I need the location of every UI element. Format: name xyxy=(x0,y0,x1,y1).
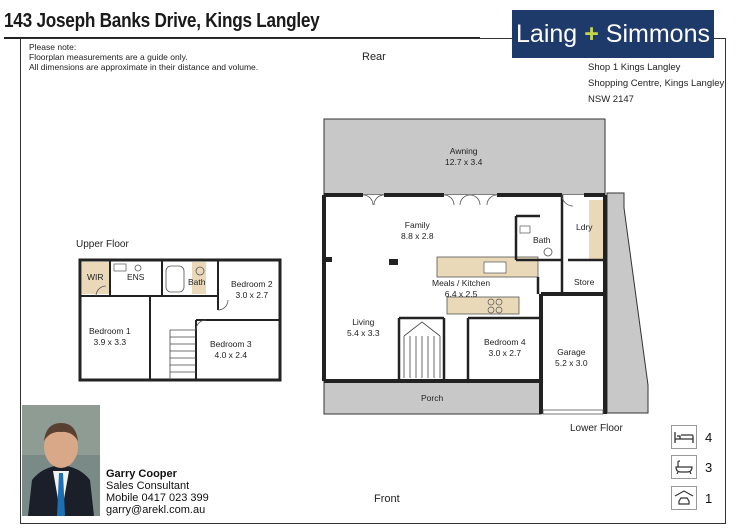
sink xyxy=(483,261,507,274)
bathroom-count: 3 xyxy=(705,460,713,475)
office-address-line-3: NSW 2147 xyxy=(588,94,634,105)
awning-area xyxy=(323,118,606,196)
rear-doors xyxy=(362,194,574,207)
room-family: Family 8.8 x 2.8 xyxy=(401,220,434,242)
upper-wet-area xyxy=(192,262,206,294)
disclaimer-note: Please note: Floorplan measurements are … xyxy=(29,42,258,72)
upper-inner-walls xyxy=(80,260,280,380)
agent-email: garry@arekl.com.au xyxy=(106,504,206,516)
lower-walls xyxy=(322,193,607,414)
room-dimensions: 8.8 x 2.8 xyxy=(401,231,434,241)
agent-mobile: Mobile 0417 023 399 xyxy=(106,492,209,504)
room-awning: Awning 12.7 x 3.4 xyxy=(445,146,482,168)
brand-name-part1: Laing xyxy=(516,19,578,48)
lower-toilet xyxy=(543,247,553,257)
upper-doors xyxy=(95,285,229,331)
kitchen-bench-bottom xyxy=(446,296,520,315)
laundry-area xyxy=(589,200,603,260)
upper-toilet xyxy=(195,266,205,276)
room-dimensions: 5.2 x 3.0 xyxy=(555,358,588,368)
room-dimensions: 6.4 x 2.5 xyxy=(444,289,478,299)
room-upper-bath: Bath xyxy=(188,277,206,287)
brand-plus: + xyxy=(584,19,599,48)
ens-toilet xyxy=(134,264,142,272)
cooktop-burner xyxy=(495,306,503,314)
room-name: Bedroom 1 xyxy=(89,326,131,336)
agent-details: Garry Cooper Sales Consultant Mobile 041… xyxy=(106,468,209,516)
agent-title: Sales Consultant xyxy=(106,480,190,492)
agent-portrait xyxy=(22,405,100,516)
room-bedroom-3: Bedroom 3 4.0 x 2.4 xyxy=(210,339,252,361)
room-name: Bedroom 4 xyxy=(484,337,526,347)
note-line-2: All dimensions are approximate in their … xyxy=(29,62,259,72)
room-bedroom-2: Bedroom 2 3.0 x 2.7 xyxy=(231,279,273,301)
room-bedroom-1: Bedroom 1 3.9 x 3.3 xyxy=(89,326,131,348)
side-path-area xyxy=(606,192,649,414)
upper-bathtub xyxy=(165,265,185,293)
cooktop-burner xyxy=(487,298,495,306)
lower-interior xyxy=(324,195,605,381)
agent-name: Garry Cooper xyxy=(106,468,177,480)
agent-photo xyxy=(22,405,100,516)
room-meals-kitchen: Meals / Kitchen 6.4 x 2.5 xyxy=(432,278,490,300)
room-ens: ENS xyxy=(127,272,145,282)
rear-label: Rear xyxy=(362,51,386,63)
office-address-line-1: Shop 1 Kings Langley xyxy=(588,62,681,73)
cooktop-burner xyxy=(487,306,495,314)
property-address-title: 143 Joseph Banks Drive, Kings Langley xyxy=(4,10,320,32)
front-label: Front xyxy=(374,493,400,505)
room-dimensions: 5.4 x 3.3 xyxy=(347,328,380,338)
room-garage: Garage 5.2 x 3.0 xyxy=(555,347,588,369)
upper-floor-label: Upper Floor xyxy=(76,239,129,250)
wall-block xyxy=(324,257,332,262)
room-name: Awning xyxy=(449,146,478,156)
porch-area xyxy=(323,380,542,415)
wall-block xyxy=(389,259,398,265)
room-wir: WIR xyxy=(87,272,104,282)
bedroom-count: 4 xyxy=(705,430,713,445)
room-store: Store xyxy=(574,277,595,287)
upper-stairs xyxy=(169,329,196,380)
upper-wet-area xyxy=(82,262,110,294)
room-name: Bedroom 2 xyxy=(231,279,273,289)
garage-door xyxy=(542,409,604,415)
room-name: Family xyxy=(404,220,430,230)
car-icon xyxy=(671,486,697,510)
room-name: Garage xyxy=(557,347,586,357)
office-address-line-2: Shopping Centre, Kings Langley xyxy=(588,78,725,89)
note-heading: Please note: xyxy=(29,42,77,52)
cooktop-burner xyxy=(495,298,503,306)
ens-vanity xyxy=(113,263,127,272)
room-laundry: Ldry xyxy=(576,222,593,232)
lower-floor-label: Lower Floor xyxy=(570,423,623,434)
brand-logo: Laing + Simmons xyxy=(512,10,714,58)
room-dimensions: 3.0 x 2.7 xyxy=(235,290,269,300)
note-line-1: Floorplan measurements are a guide only. xyxy=(29,52,188,62)
room-name: Bedroom 3 xyxy=(210,339,252,349)
room-porch: Porch xyxy=(421,393,444,403)
lower-vanity xyxy=(519,225,531,234)
room-dimensions: 3.9 x 3.3 xyxy=(93,337,127,347)
brand-name-part2: Simmons xyxy=(605,19,710,48)
floorplan-frame xyxy=(20,38,726,524)
room-bedroom-4: Bedroom 4 3.0 x 2.7 xyxy=(484,337,526,359)
lower-stairs xyxy=(403,321,441,378)
room-living: Living 5.4 x 3.3 xyxy=(347,317,380,339)
bath-icon xyxy=(671,455,697,479)
lower-inner-walls xyxy=(397,195,605,381)
room-dimensions: 3.0 x 2.7 xyxy=(488,348,522,358)
room-dimensions: 4.0 x 2.4 xyxy=(214,350,248,360)
room-dimensions: 12.7 x 3.4 xyxy=(445,157,483,167)
room-name: Living xyxy=(352,317,375,327)
room-lower-bath: Bath xyxy=(533,235,551,245)
room-name: Meals / Kitchen xyxy=(432,278,491,288)
bed-icon xyxy=(671,425,697,449)
parking-count: 1 xyxy=(705,491,713,506)
